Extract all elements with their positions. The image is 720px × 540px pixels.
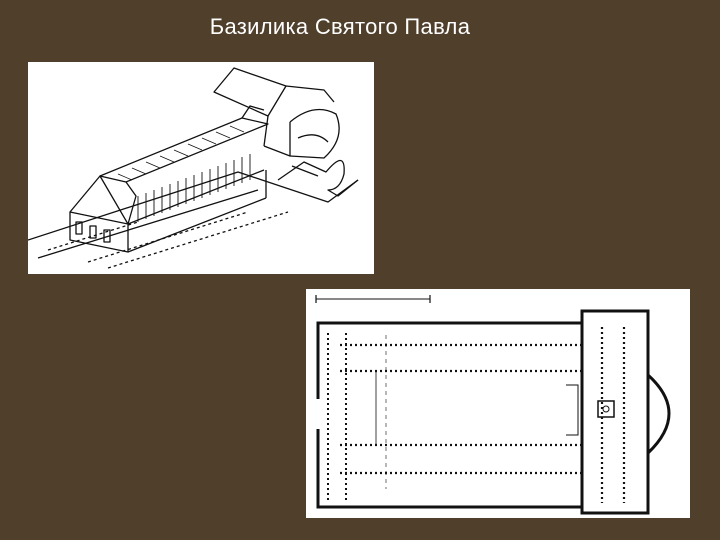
slide-title: Базилика Святого Павла <box>209 14 471 39</box>
axonometric-svg <box>28 67 359 269</box>
floor-plan-svg <box>315 295 671 515</box>
axonometric-drawing <box>28 62 374 274</box>
floor-plan-drawing <box>306 289 690 518</box>
